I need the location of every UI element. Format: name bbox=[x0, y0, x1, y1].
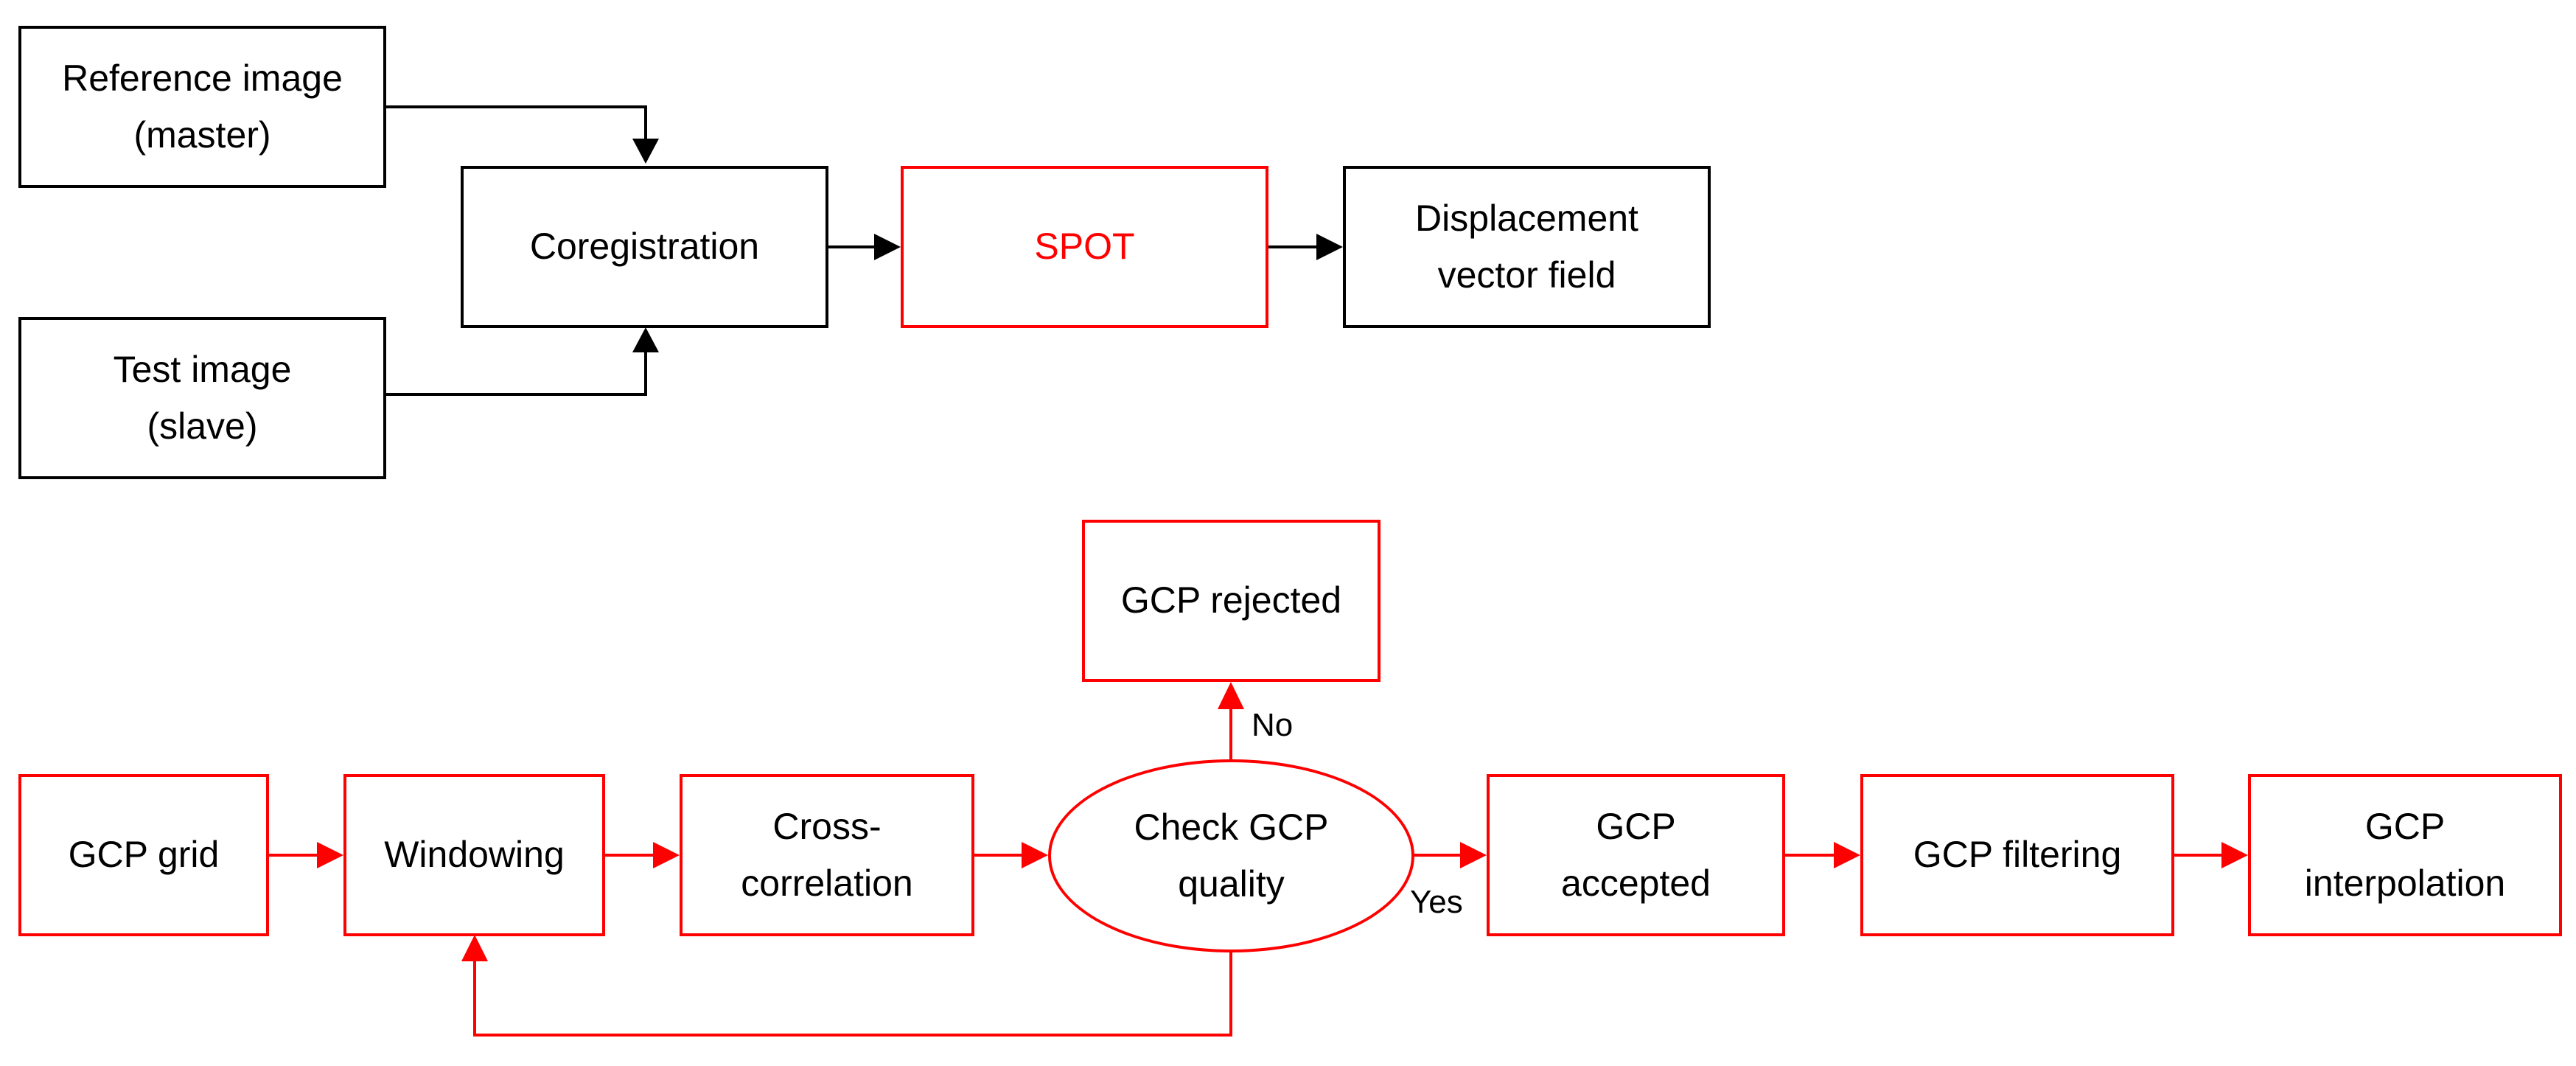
check-gcp-quality-node: Check GCP quality bbox=[1048, 759, 1414, 952]
displacement-vector-field-node: Displacement vector field bbox=[1343, 166, 1711, 328]
arrowhead-grid-to-windowing bbox=[317, 842, 343, 868]
coregistration-node: Coregistration bbox=[461, 166, 828, 328]
reference-image-node: Reference image (master) bbox=[18, 26, 386, 188]
arrowhead-reference-to-coregistration bbox=[632, 139, 659, 164]
spot-node: SPOT bbox=[901, 166, 1268, 328]
gcp-accepted-node: GCP accepted bbox=[1487, 774, 1785, 936]
arrow-reference-to-coregistration bbox=[385, 105, 647, 140]
gcp-filtering-node: GCP filtering bbox=[1860, 774, 2174, 936]
arrowhead-coregistration-to-spot bbox=[874, 234, 901, 260]
arrowhead-test-to-coregistration bbox=[632, 327, 659, 352]
branch-label-yes: Yes bbox=[1410, 884, 1463, 920]
arrowhead-check-to-rejected bbox=[1218, 682, 1244, 709]
arrowhead-accepted-to-filtering bbox=[1834, 842, 1860, 868]
arrow-loop-check-to-windowing bbox=[473, 951, 1232, 1037]
arrowhead-loop-check-to-windowing bbox=[461, 935, 488, 961]
gcp-rejected-node: GCP rejected bbox=[1082, 520, 1381, 682]
gcp-grid-node: GCP grid bbox=[18, 774, 269, 936]
arrowhead-crosscorrelation-to-check bbox=[1022, 842, 1048, 868]
arrowhead-filtering-to-interpolation bbox=[2221, 842, 2248, 868]
arrowhead-windowing-to-crosscorrelation bbox=[653, 842, 680, 868]
gcp-interpolation-node: GCP interpolation bbox=[2248, 774, 2562, 936]
arrow-test-to-coregistration bbox=[385, 351, 647, 396]
arrowhead-spot-to-displacement bbox=[1316, 234, 1343, 260]
cross-correlation-node: Cross- correlation bbox=[680, 774, 974, 936]
test-image-node: Test image (slave) bbox=[18, 317, 386, 479]
branch-label-no: No bbox=[1252, 707, 1294, 743]
windowing-node: Windowing bbox=[343, 774, 605, 936]
arrowhead-check-to-accepted bbox=[1460, 842, 1487, 868]
